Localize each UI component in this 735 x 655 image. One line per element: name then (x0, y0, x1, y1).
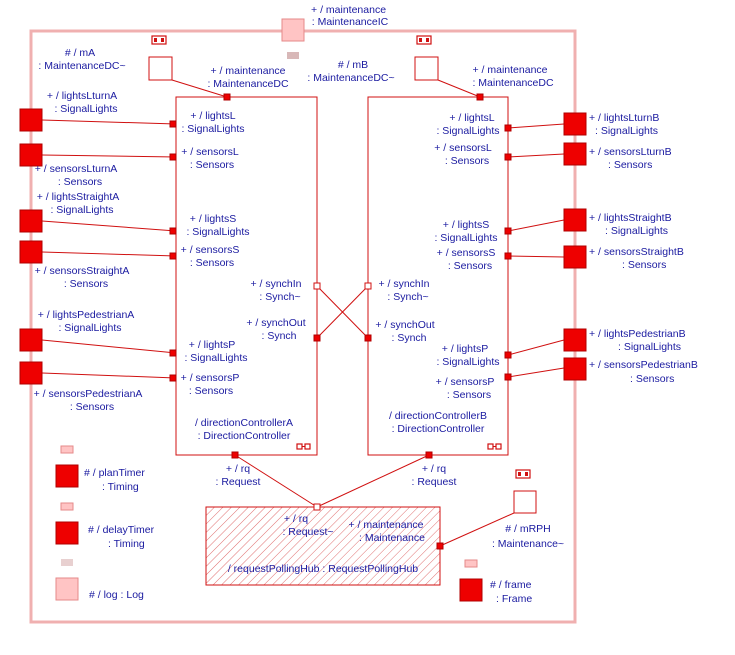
controller-a-name: / directionControllerA: DirectionControl… (195, 417, 293, 442)
ma-port[interactable] (148, 56, 173, 81)
controller-a-sensorsp-label: + / sensorsP: Sensors (181, 372, 240, 397)
capsule-icon-mrph (515, 469, 531, 479)
frame-stub (464, 559, 478, 568)
controller-b-sensorss-label: + / sensorsS: Sensors (437, 247, 496, 272)
lights-pedestrian-a-port[interactable] (19, 328, 43, 352)
frame-port[interactable] (459, 578, 483, 602)
capsule-icon-a (296, 443, 311, 450)
controller-a-port-squares (169, 93, 321, 459)
mrph-label: # / mRPH: Maintenance~ (492, 523, 564, 550)
sensors-straight-b-label: + / sensorsStraightB: Sensors (589, 246, 684, 271)
hub-maintenance-label: + / maintenance: Maintenance (348, 519, 425, 544)
mb-label: # / mB: MaintenanceDC~ (307, 59, 394, 84)
hub-maintenance-port[interactable] (436, 542, 444, 550)
lights-straight-b-label: + / lightsStraightB: SignalLights (589, 212, 672, 237)
log-port[interactable] (55, 577, 79, 601)
maintenance-ic-port[interactable] (281, 18, 305, 42)
capsule-icon-mb (416, 35, 432, 45)
delay-timer-label: # / delayTimer: Timing (88, 524, 155, 550)
sensors-straight-a-port[interactable] (19, 240, 43, 264)
controller-a-sensorss-label: + / sensorsS: Sensors (181, 244, 240, 269)
sensors-lturn-a-label: + / sensorsLturnA: Sensors (35, 163, 118, 188)
request-polling-hub[interactable] (205, 506, 441, 586)
log-stub (61, 559, 73, 566)
capsule-icon-ma (151, 35, 167, 45)
controller-b-sensorsp-label: + / sensorsP: Sensors (436, 376, 495, 401)
hub-name: / requestPollingHub : RequestPollingHub (228, 563, 418, 575)
controller-a-lightsp-label: + / lightsP: SignalLights (184, 339, 247, 364)
controller-a-lightsl-label: + / lightsL: SignalLights (181, 110, 244, 135)
frame-label: # / frame: Frame (490, 579, 532, 605)
sensors-lturn-b-port[interactable] (563, 142, 587, 166)
sensors-pedestrian-b-label: + / sensorsPedestrianB: Sensors (589, 359, 698, 385)
controller-b-sensorsl-label: + / sensorsL: Sensors (434, 142, 492, 167)
capsule-icon-b (487, 443, 502, 450)
mrph-port[interactable] (513, 490, 537, 514)
lights-lturn-a-port[interactable] (19, 108, 43, 132)
lights-pedestrian-b-label: + / lightsPedestrianB: SignalLights (589, 328, 686, 353)
controller-b-lightsp-label: + / lightsP: SignalLights (436, 343, 499, 368)
ma-label: # / mA: MaintenanceDC~ (38, 47, 125, 72)
lights-lturn-b-label: + / lightsLturnB: SignalLights (589, 112, 659, 137)
controller-a-maintenance-label: + / maintenance: MaintenanceDC (207, 65, 289, 90)
lights-lturn-a-label: + / lightsLturnA: SignalLights (47, 90, 118, 115)
sensors-lturn-a-port[interactable] (19, 143, 43, 167)
controller-b-lightsl-label: + / lightsL: SignalLights (436, 112, 499, 137)
mb-port[interactable] (414, 56, 439, 81)
maintenance-ic-label: + / maintenance : MaintenanceIC (311, 4, 389, 28)
delay-timer-port[interactable] (55, 521, 79, 545)
direction-controller-b[interactable] (367, 96, 509, 456)
sensors-pedestrian-a-port[interactable] (19, 361, 43, 385)
controller-b-synchout-label: + / synchOut: Synch (375, 319, 434, 344)
controller-a-synchin-label: + / synchIn: Synch~ (250, 278, 301, 303)
connectors (41, 79, 565, 547)
sensors-pedestrian-b-port[interactable] (563, 357, 587, 381)
lights-straight-a-label: + / lightsStraightA: SignalLights (37, 191, 120, 216)
lights-straight-a-port[interactable] (19, 209, 43, 233)
maintenance-ic-port-stub (287, 52, 299, 59)
controller-a-synchout-label: + / synchOut: Synch (246, 317, 305, 342)
controller-b-rq-label: + / rq: Request (412, 463, 457, 488)
hub-rq-label: + / rq: Request~ (282, 513, 333, 538)
lights-lturn-b-port[interactable] (563, 112, 587, 136)
log-label: # / log : Log (89, 589, 144, 601)
controller-a-sensorsl-label: + / sensorsL: Sensors (181, 146, 239, 171)
direction-controller-a[interactable] (175, 96, 318, 456)
plan-timer-stub (60, 445, 74, 454)
sensors-straight-a-label: + / sensorsStraightA: Sensors (35, 265, 130, 290)
sensors-pedestrian-a-label: + / sensorsPedestrianA: Sensors (34, 388, 143, 413)
sensors-straight-b-port[interactable] (563, 245, 587, 269)
controller-b-synchin-label: + / synchIn: Synch~ (378, 278, 429, 303)
plan-timer-port[interactable] (55, 464, 79, 488)
delay-timer-stub (60, 502, 74, 511)
sensors-lturn-b-label: + / sensorsLturnB: Sensors (589, 146, 672, 171)
controller-a-rq-label: + / rq: Request (216, 463, 261, 488)
lights-pedestrian-a-label: + / lightsPedestrianA: SignalLights (38, 309, 135, 334)
controller-b-port-squares (364, 93, 512, 459)
lights-straight-b-port[interactable] (563, 208, 587, 232)
plan-timer-label: # / planTimer: Timing (84, 467, 145, 493)
controller-b-lightss-label: + / lightsS: SignalLights (434, 219, 497, 244)
hub-rq-port[interactable] (313, 503, 321, 511)
controller-b-name: / directionControllerB: DirectionControl… (389, 410, 487, 435)
lights-pedestrian-b-port[interactable] (563, 328, 587, 352)
controller-a-lightss-label: + / lightsS: SignalLights (186, 213, 249, 238)
controller-b-maintenance-label: + / maintenance: MaintenanceDC (472, 64, 554, 89)
